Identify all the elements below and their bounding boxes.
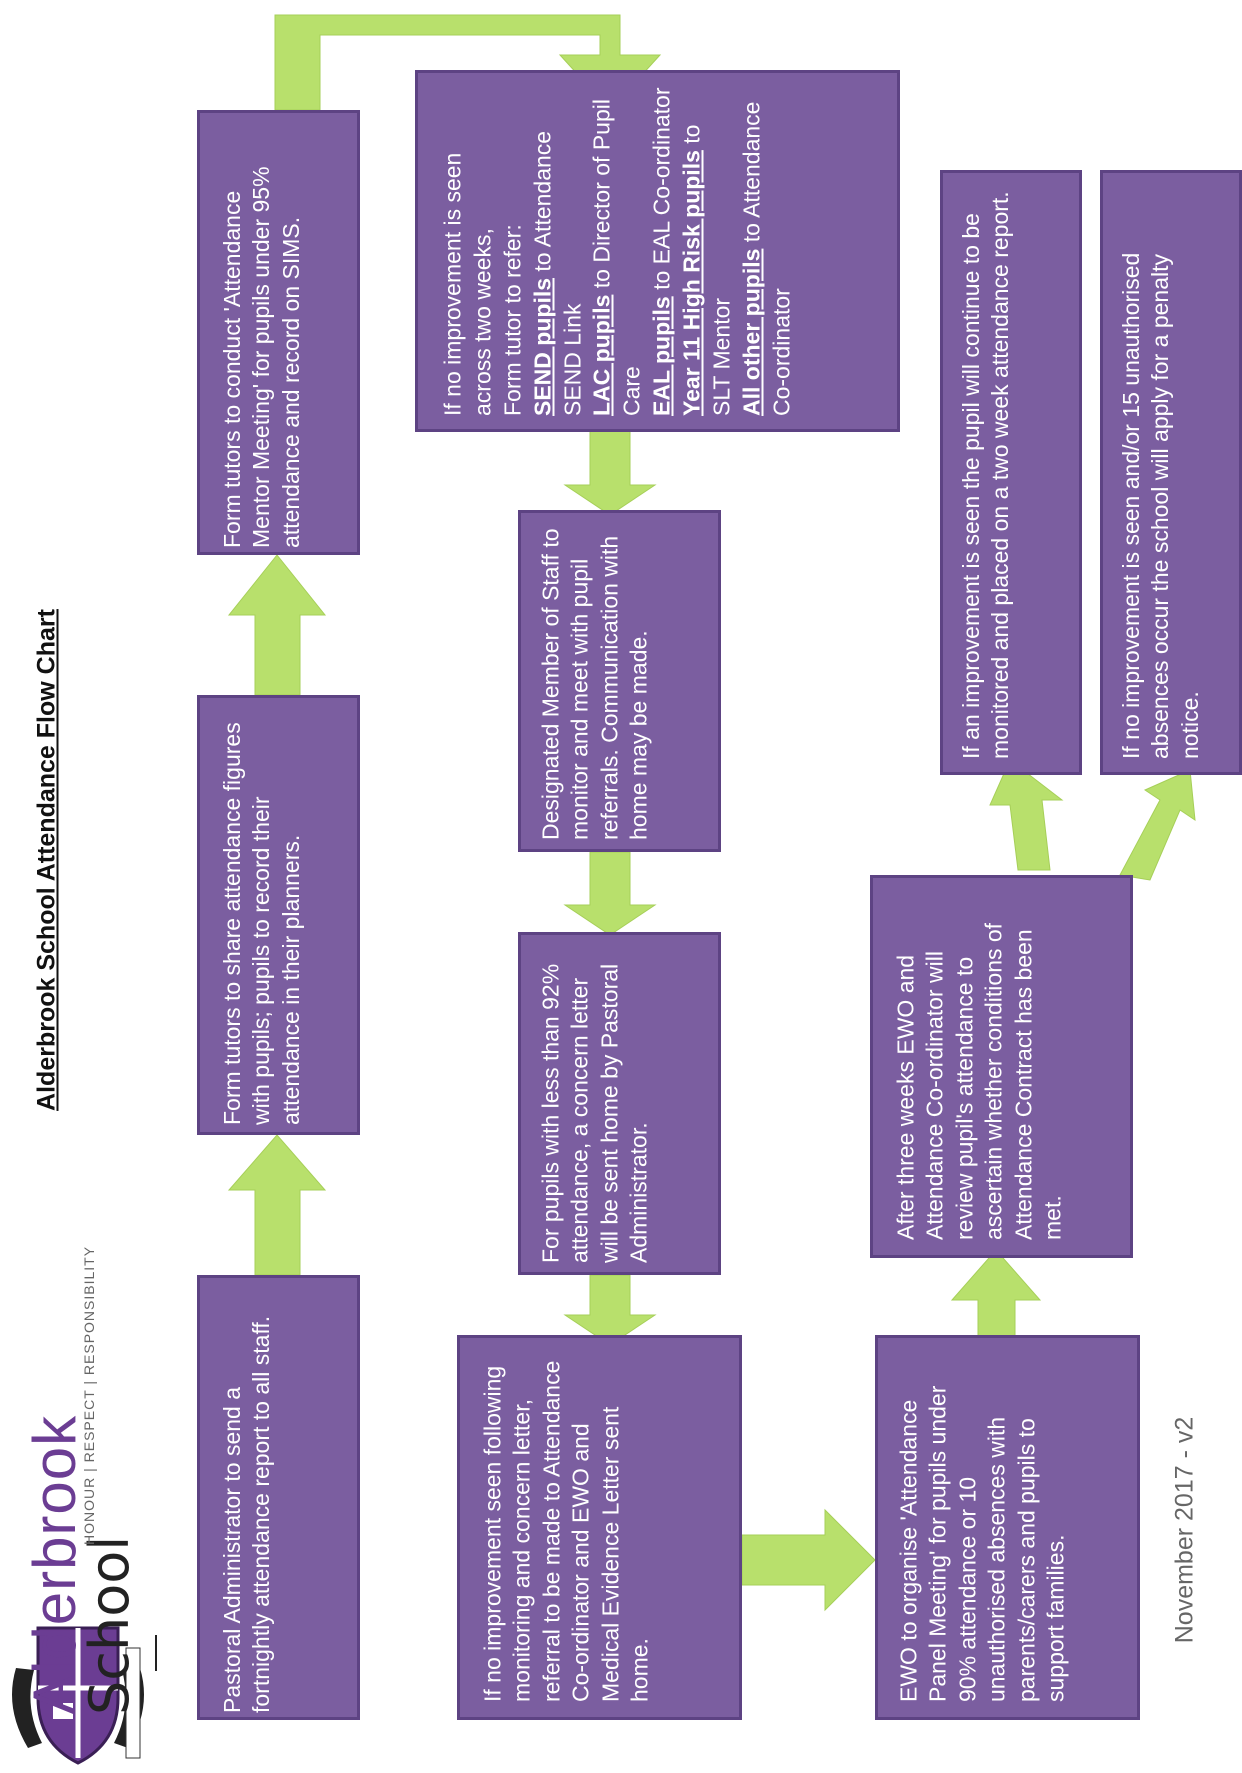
logo-divider (155, 1635, 157, 1671)
flow-box-4: If no improvement is seen across two wee… (415, 70, 900, 432)
arrow-b7-b8 (741, 1508, 876, 1612)
flow-box-5: Designated Member of Staff to monitor an… (518, 510, 721, 852)
flow-box-9: After three weeks EWO and Attendance Co-… (870, 875, 1133, 1258)
flow-box-6: For pupils with less than 92% attendance… (518, 932, 721, 1275)
referral-item-bold: SEND pupils (528, 277, 555, 416)
arrow-b4-b5 (563, 429, 657, 516)
arrow-b5-b6 (563, 851, 657, 936)
flow-box-2: Form tutors to share attendance figures … (197, 695, 360, 1135)
referral-item-other: All other pupils to Attendance Co-ordina… (737, 82, 797, 416)
crest-icon (12, 1626, 144, 1765)
logo-wordmark: Alderbrook School HONOUR | RESPECT | RES… (21, 1125, 141, 1715)
referral-item-bold: All other pupils (737, 248, 764, 416)
flow-box-10: If an improvement is seen the pupil will… (940, 170, 1082, 775)
flow-box-8-text: EWO to organise 'Attendance Panel Meetin… (895, 1385, 1069, 1702)
flow-box-8: EWO to organise 'Attendance Panel Meetin… (875, 1335, 1140, 1720)
flow-box-7-text: If no improvement seen following monitor… (479, 1360, 653, 1702)
flow-box-11-text: If no improvement is seen and/or 15 unau… (1118, 252, 1203, 759)
arrow-b9-b10 (989, 759, 1064, 871)
flow-box-4-lead: Form tutor to refer: (498, 224, 525, 416)
arrow-b2-b3 (227, 554, 327, 696)
referral-item-send: SEND pupils to Attendance SEND Link (528, 82, 588, 416)
flow-box-1-text: Pastoral Administrator to send a fortnig… (218, 1315, 274, 1713)
logo-name: Alderbrook (21, 1414, 88, 1715)
arrow-b9-b11 (1119, 769, 1196, 881)
version-footer-text: November 2017 - v2 (1170, 1416, 1199, 1644)
flow-box-7: If no improvement seen following monitor… (457, 1335, 742, 1720)
flow-box-11: If no improvement is seen and/or 15 unau… (1100, 170, 1242, 775)
flow-box-4-intro: If no improvement is seen across two wee… (439, 152, 495, 416)
flow-box-1: Pastoral Administrator to send a fortnig… (197, 1275, 360, 1720)
flow-box-6-text: For pupils with less than 92% attendance… (537, 963, 652, 1263)
page-title-text: Alderbrook School Attendance Flow Chart (32, 609, 61, 1111)
arrow-b8-b9 (950, 1249, 1042, 1341)
referral-item-year11: Year 11 High Risk pupils to SLT Mentor (677, 82, 737, 416)
referral-item-bold: EAL pupils (648, 296, 675, 416)
flow-box-5-text: Designated Member of Staff to monitor an… (537, 528, 652, 840)
flow-box-2-text: Form tutors to share attendance figures … (218, 722, 304, 1125)
flow-box-9-text: After three weeks EWO and Attendance Co-… (892, 922, 1066, 1240)
referral-item-lac: LAC pupils to Director of Pupil Care (587, 82, 647, 416)
logo-motto: HONOUR | RESPECT | RESPONSIBILITY (81, 1245, 97, 1545)
arrow-b1-b2 (227, 1134, 327, 1276)
referral-item-bold: LAC pupils (588, 294, 615, 416)
referral-item-rest: to EAL Co-ordinator (648, 87, 675, 297)
flow-box-4-text: If no improvement is seen across two wee… (420, 76, 895, 426)
referral-item-bold: Year 11 High Risk pupils (678, 150, 705, 416)
flow-box-3: Form tutors to conduct 'Attendance Mento… (197, 110, 360, 555)
flow-box-10-text: If an improvement is seen the pupil will… (958, 190, 1014, 759)
arrow-b6-b7 (563, 1274, 657, 1346)
page-title: Alderbrook School Attendance Flow Chart (20, 590, 74, 1130)
referral-item-eal: EAL pupils to EAL Co-ordinator (647, 82, 677, 416)
version-footer: November 2017 - v2 (1155, 1380, 1215, 1680)
flow-box-3-text: Form tutors to conduct 'Attendance Mento… (218, 165, 304, 548)
school-logo: Alderbrook School HONOUR | RESPECT | RES… (0, 1080, 160, 1773)
